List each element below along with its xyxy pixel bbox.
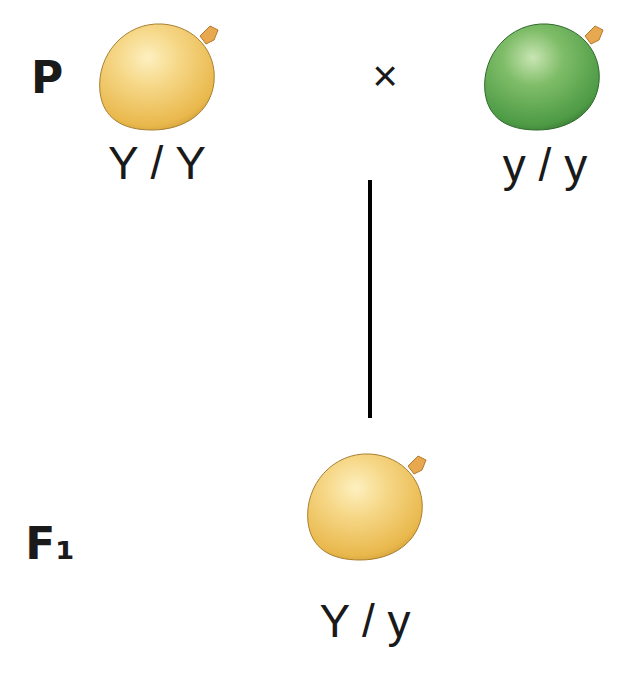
- genotype-label: Y / y: [319, 598, 410, 644]
- yellow-pea: [100, 24, 218, 130]
- green-pea: [485, 24, 603, 130]
- cross-symbol: ×: [372, 54, 398, 98]
- generation-label: P: [31, 56, 63, 100]
- genotype-label: Y / Y: [108, 140, 206, 186]
- descent-line: [368, 180, 372, 418]
- genotype-label: y / y: [503, 142, 587, 188]
- yellow-pea: [308, 454, 426, 560]
- generation-label: F₁: [25, 522, 74, 566]
